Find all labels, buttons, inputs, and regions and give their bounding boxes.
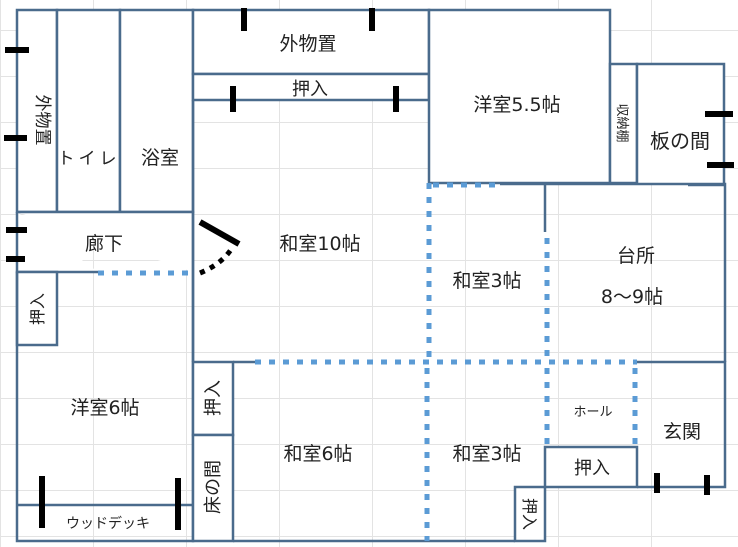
room-tokonoma	[191, 433, 235, 543]
label-tokonoma: 床の間	[203, 460, 224, 514]
label-outside-storage-top: 外物置	[279, 33, 336, 55]
label-closet-hall: 押入	[574, 458, 610, 479]
label-japanese-3-upper: 和室3帖	[452, 270, 521, 292]
label-toilet: トイレ	[58, 149, 121, 169]
label-wood-floor: 板の間	[650, 129, 710, 153]
label-entrance: 玄関	[663, 421, 701, 443]
label-kitchen-size: 8～9帖	[601, 286, 663, 308]
room-closet-mid	[191, 360, 235, 437]
room-closet-small	[513, 485, 547, 543]
label-closet-small: 押入	[520, 498, 539, 530]
label-storage-shelf: 収納棚	[614, 103, 629, 142]
label-closet-left: 押入	[28, 293, 47, 325]
room-kitchen	[500, 182, 727, 362]
door-icon	[198, 219, 241, 247]
room-outside-storage-top	[191, 8, 431, 76]
room-japanese-6	[233, 360, 427, 543]
label-bathroom: 浴室	[141, 147, 179, 169]
room-western-55	[427, 8, 612, 185]
room-closet-hall	[543, 445, 639, 489]
label-closet-top: 押入	[292, 79, 328, 100]
room-outside-storage-left	[15, 8, 59, 214]
label-hall: ホール	[573, 405, 612, 420]
label-kitchen: 台所	[617, 245, 655, 267]
label-outside-storage-left: 外物置	[32, 95, 52, 146]
room-toilet	[55, 8, 122, 214]
label-japanese-6: 和室6帖	[283, 443, 352, 465]
opening-japanese-3-upper	[426, 182, 500, 362]
label-western-6: 洋室6帖	[70, 397, 139, 419]
label-wood-deck: ウッドデッキ	[66, 515, 150, 532]
room-entrance	[637, 360, 727, 489]
label-western-55: 洋室5.5帖	[473, 94, 560, 116]
window-marks	[4, 8, 734, 530]
label-closet-mid: 押入	[203, 380, 224, 416]
label-japanese-10: 和室10帖	[279, 233, 360, 255]
label-japanese-3-lower: 和室3帖	[452, 443, 521, 465]
room-bathroom	[118, 8, 195, 214]
room-closet-left	[15, 270, 59, 347]
label-corridor: 廊下	[85, 233, 123, 255]
door-swing-arc	[199, 246, 235, 276]
